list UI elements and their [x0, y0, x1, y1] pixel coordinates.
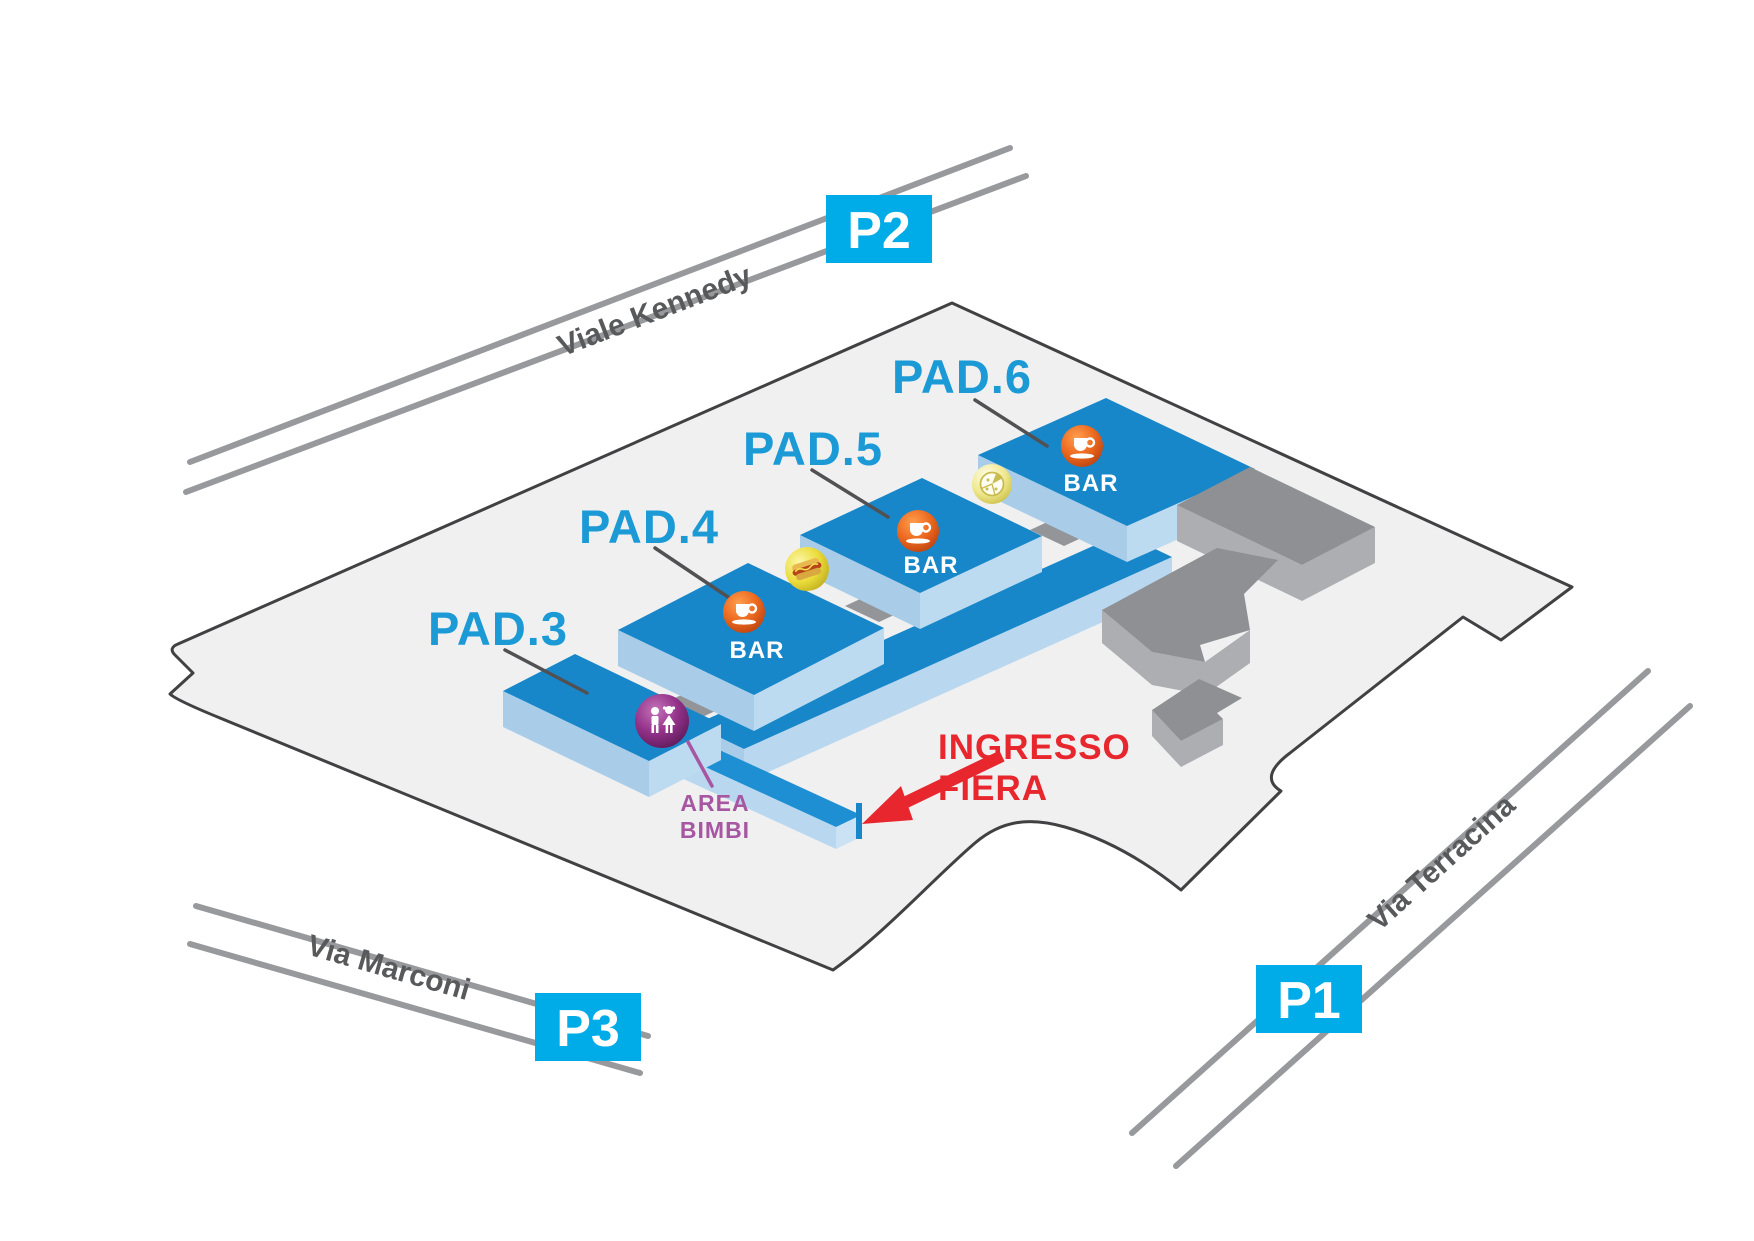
- svg-text:P1: P1: [1277, 972, 1341, 1030]
- bar-label-pad5: BAR: [904, 552, 959, 579]
- coffee-cup-icon[interactable]: [1061, 425, 1103, 467]
- children-icon[interactable]: [635, 694, 689, 748]
- coffee-cup-icon[interactable]: [723, 591, 765, 633]
- coffee-cup-icon[interactable]: [897, 510, 939, 552]
- entrance-arrow-icon[interactable]: [862, 750, 1005, 824]
- road-label-via-marconi: Via Marconi: [303, 929, 473, 1007]
- pavilion-label-pad6: PAD.6: [892, 350, 1032, 403]
- road-via-terracina: [1129, 668, 1693, 1169]
- parking-badge-p2[interactable]: P2: [826, 195, 932, 263]
- area-bimbi-pointer-line: [686, 740, 714, 788]
- connector-pad3: [664, 691, 724, 719]
- pad4-pointer-line: [653, 546, 730, 599]
- connector-pad4: [845, 594, 905, 622]
- entrance-gate-marker[interactable]: [856, 803, 862, 839]
- pavilion-label-pad5: PAD.5: [743, 422, 883, 475]
- svg-text:P3: P3: [556, 1000, 620, 1058]
- pizza-icon[interactable]: [972, 464, 1012, 504]
- bar-label-pad6: BAR: [1064, 470, 1119, 497]
- svg-text:P2: P2: [847, 202, 911, 260]
- pavilion-label-pad3: PAD.3: [428, 602, 568, 655]
- area-bimbi-label-line2: BIMBI: [680, 817, 750, 843]
- road-label-via-terracina: Via Terracina: [1362, 788, 1522, 937]
- service-building-small: [1152, 679, 1242, 767]
- connector-pad5: [1030, 518, 1090, 546]
- area-bimbi-label-line1: AREA: [680, 790, 749, 816]
- pad6-pointer-line: [973, 398, 1049, 448]
- hot-dog-icon[interactable]: [779, 541, 834, 596]
- entrance-label-line1: INGRESSO: [938, 728, 1131, 767]
- entrance-label-line2: FIERA: [938, 769, 1048, 808]
- parking-badge-p1[interactable]: P1: [1256, 965, 1362, 1033]
- pad5-pointer-line: [810, 468, 890, 519]
- service-building-mid: [1102, 548, 1278, 695]
- bar-label-pad4: BAR: [730, 637, 785, 664]
- pavilion-label-pad4: PAD.4: [579, 500, 719, 553]
- parking-badge-p3[interactable]: P3: [535, 993, 641, 1061]
- pad3-pointer-line: [503, 648, 589, 695]
- service-building-large: [1177, 467, 1375, 601]
